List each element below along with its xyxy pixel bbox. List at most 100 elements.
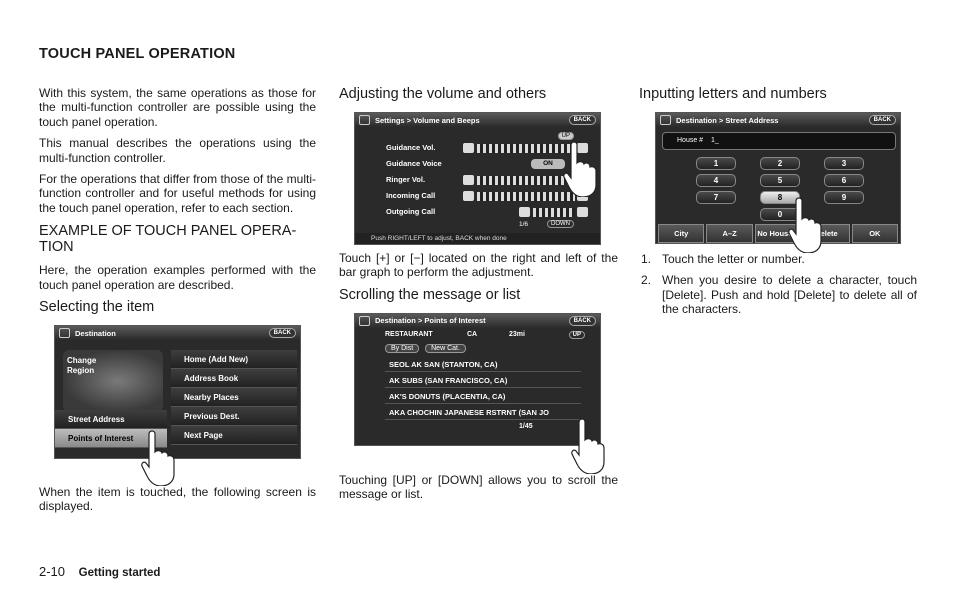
list-item[interactable]: AK SUBS (SAN FRANCISCO, CA) <box>385 374 581 388</box>
intro-paragraph-2: This manual describes the operations usi… <box>39 136 316 165</box>
key-7[interactable]: 7 <box>696 191 736 204</box>
list-item[interactable]: SEOL AK SAN (STANTON, CA) <box>385 358 581 372</box>
poi-titlebar: Destination > Points of Interest BACK <box>355 313 600 328</box>
menu-item-street-address[interactable]: Street Address <box>55 410 167 430</box>
row-label: Guidance Voice <box>386 159 442 168</box>
plus-button[interactable] <box>577 207 588 217</box>
state-label: CA <box>467 330 478 338</box>
selecting-caption: When the item is touched, the following … <box>39 485 316 514</box>
menu-icon <box>660 115 671 125</box>
input-heading: Inputting letters and numbers <box>639 86 827 102</box>
change-region-label: Change Region <box>67 356 97 376</box>
page-indicator: 1/6 <box>519 221 529 228</box>
poi-screen: Destination > Points of Interest BACK RE… <box>354 312 605 474</box>
house-number-field[interactable]: House # 1_ <box>662 132 896 150</box>
list-item[interactable]: AK'S DONUTS (PLACENTIA, CA) <box>385 390 581 404</box>
plus-button[interactable] <box>577 143 588 153</box>
region-map[interactable] <box>63 350 163 413</box>
key-8[interactable]: 8 <box>760 191 800 204</box>
row-label: Outgoing Call <box>386 207 436 216</box>
column-3: Inputting letters and numbers Destinatio… <box>639 86 917 324</box>
key-0[interactable]: 0 <box>760 208 800 221</box>
step-text: When you desire to delete a character, t… <box>662 273 917 317</box>
poi-buttons: By Dist New Cat. <box>385 343 470 355</box>
destination-menu-right: Home (Add New) Address Book Nearby Place… <box>171 350 297 446</box>
step-2: 2. When you desire to delete a character… <box>639 273 917 316</box>
list-item[interactable]: AKA CHOCHIN JAPANESE RSTRNT (SAN JO <box>385 406 581 420</box>
menu-icon <box>59 328 70 339</box>
selecting-heading: Selecting the item <box>39 299 155 316</box>
back-button[interactable]: BACK <box>268 328 296 339</box>
on-toggle[interactable]: ON <box>531 159 565 169</box>
key-1[interactable]: 1 <box>696 157 736 170</box>
keypad-title: Destination > Street Address <box>676 115 779 125</box>
example-intro: Here, the operation examples performed w… <box>39 263 316 292</box>
key-2[interactable]: 2 <box>760 157 800 170</box>
volume-titlebar: Settings > Volume and Beeps BACK <box>355 113 600 127</box>
plus-button[interactable] <box>577 175 588 185</box>
key-9[interactable]: 9 <box>824 191 864 204</box>
destination-screen: Destination BACK Change Region Home (Add… <box>54 325 301 487</box>
new-cat-button[interactable]: New Cat. <box>425 343 466 353</box>
steps-list: 1. Touch the letter or number. 2. When y… <box>639 252 917 317</box>
example-heading: EXAMPLE OF TOUCH PANEL OPERA-TION <box>39 223 297 256</box>
city-button[interactable]: City <box>658 224 705 243</box>
back-button[interactable]: BACK <box>568 115 596 125</box>
page-number: 2-10 <box>39 564 66 579</box>
key-6[interactable]: 6 <box>824 174 864 187</box>
menu-icon <box>359 315 370 326</box>
volume-caption: Touch [+] or [−] located on the right an… <box>339 251 618 280</box>
back-button[interactable]: BACK <box>568 315 596 326</box>
minus-button[interactable] <box>463 191 474 201</box>
destination-title: Destination <box>75 328 116 338</box>
volume-bar[interactable] <box>533 208 575 217</box>
key-4[interactable]: 4 <box>696 174 736 187</box>
menu-item-nearby-places[interactable]: Nearby Places <box>171 388 297 408</box>
step-text: Touch the letter or number. <box>662 252 805 266</box>
by-dist-button[interactable]: By Dist <box>385 343 420 353</box>
volume-title: Settings > Volume and Beeps <box>375 115 480 125</box>
minus-button[interactable] <box>519 207 530 217</box>
volume-bar[interactable] <box>477 176 575 185</box>
volume-heading: Adjusting the volume and others <box>339 86 547 102</box>
menu-item-home[interactable]: Home (Add New) <box>171 350 297 370</box>
up-button[interactable]: UP <box>568 330 585 339</box>
row-incoming-call: Incoming Call <box>381 190 588 203</box>
minus-button[interactable] <box>463 175 474 185</box>
down-button[interactable]: DOWN <box>547 220 574 228</box>
a-z-button[interactable]: A–Z <box>706 224 753 243</box>
row-label: Guidance Vol. <box>386 143 436 152</box>
column-1: With this system, the same operations as… <box>39 86 316 521</box>
field-value: 1_ <box>711 137 719 144</box>
poi-title: Destination > Points of Interest <box>375 316 486 326</box>
keypad-titlebar: Destination > Street Address BACK <box>656 113 900 127</box>
volume-screen: Settings > Volume and Beeps BACK UP Guid… <box>354 112 601 245</box>
key-3[interactable]: 3 <box>824 157 864 170</box>
ok-button[interactable]: OK <box>851 224 899 243</box>
finger-icon <box>571 418 605 474</box>
minus-button[interactable] <box>463 143 474 153</box>
no-house-button[interactable]: No House # <box>754 224 802 243</box>
menu-item-points-of-interest[interactable]: Points of Interest <box>55 429 167 449</box>
volume-bar[interactable] <box>477 192 575 201</box>
step-number: 2. <box>641 273 652 288</box>
distance-label: 23mi <box>509 330 525 338</box>
volume-bar[interactable] <box>477 144 575 153</box>
row-guidance-vol: Guidance Vol. <box>381 142 588 155</box>
up-button[interactable]: UP <box>557 132 574 140</box>
menu-item-previous-dest[interactable]: Previous Dest. <box>171 407 297 427</box>
scroll-heading: Scrolling the message or list <box>339 286 521 303</box>
plus-button[interactable] <box>577 191 588 201</box>
row-guidance-voice: Guidance Voice ON <box>381 158 577 171</box>
row-ringer-vol: Ringer Vol. <box>381 174 588 187</box>
menu-item-address-book[interactable]: Address Book <box>171 369 297 389</box>
key-5[interactable]: 5 <box>760 174 800 187</box>
intro-paragraph-1: With this system, the same operations as… <box>39 86 316 129</box>
menu-item-next-page[interactable]: Next Page <box>171 426 297 446</box>
keypad-bottom-bar: City A–Z No House # Delete OK <box>656 224 900 243</box>
delete-button[interactable]: Delete <box>803 224 850 243</box>
back-button[interactable]: BACK <box>868 115 896 125</box>
page-footer: 2-10 Getting started <box>39 564 160 579</box>
destination-menu-left: Street Address Points of Interest <box>55 410 167 449</box>
hint-bar: Push RIGHT/LEFT to adjust, BACK when don… <box>355 233 600 244</box>
